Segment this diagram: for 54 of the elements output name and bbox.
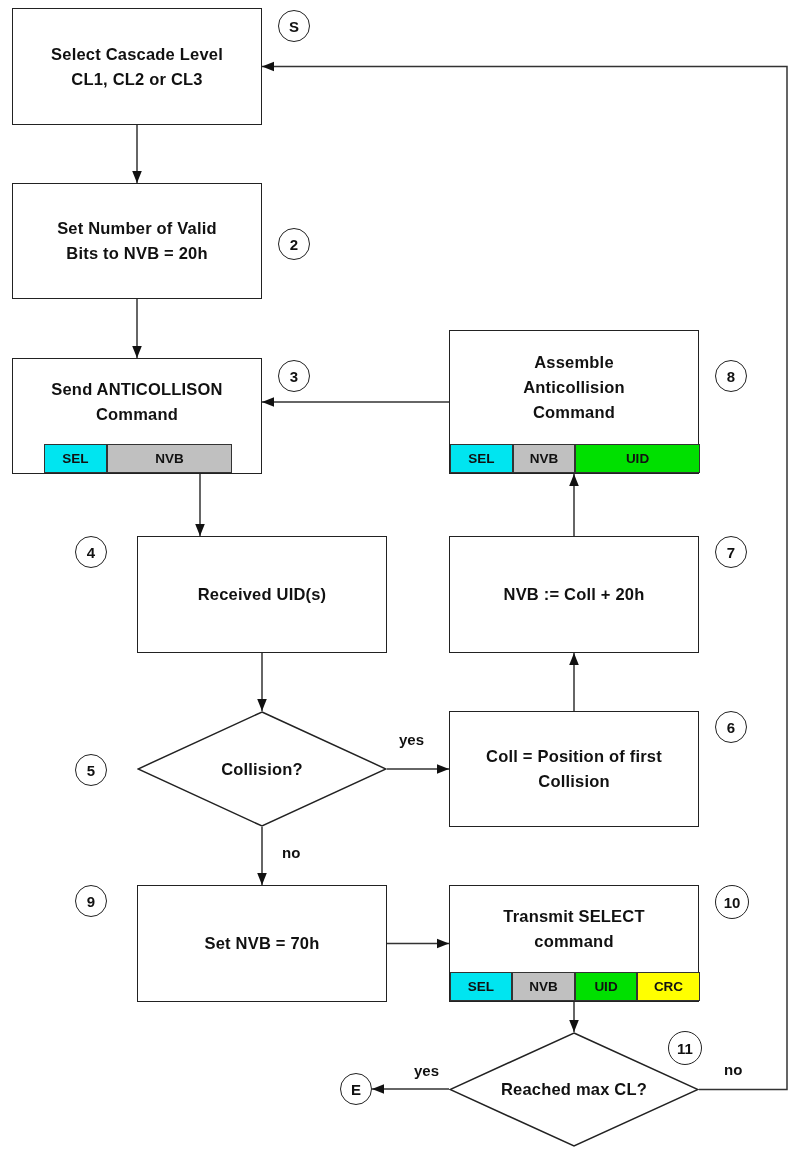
field-cell: SEL: [450, 972, 512, 1001]
arrow: [386, 764, 450, 774]
field-cell: NVB: [513, 444, 575, 473]
process-box: [137, 536, 387, 653]
arrow: [257, 652, 267, 712]
step-number: 10: [715, 885, 749, 919]
step-number: 7: [715, 536, 747, 568]
process-box: [12, 183, 262, 299]
arrow: [257, 826, 267, 886]
field-cell: CRC: [637, 972, 700, 1001]
arrow: [195, 473, 205, 537]
field-cell: SEL: [450, 444, 513, 473]
box-text: Set NVB = 70h: [204, 933, 320, 955]
box-text: NVB := Coll + 20h: [503, 584, 645, 606]
process-box: [449, 885, 699, 1002]
process-box: [12, 8, 262, 125]
field-cell: NVB: [107, 444, 232, 473]
process-box: [449, 536, 699, 653]
field-cell: UID: [575, 972, 637, 1001]
step-number: 6: [715, 711, 747, 743]
box-text: Assemble Anticollision Command: [522, 352, 626, 423]
step-number: S: [278, 10, 310, 42]
field-cell: NVB: [512, 972, 575, 1001]
arrow: [569, 473, 579, 537]
arrow: [261, 397, 450, 407]
arrow: [386, 938, 450, 949]
step-number: 11: [668, 1031, 702, 1065]
step-number: 5: [75, 754, 107, 786]
arrow: [371, 1084, 450, 1094]
box-text: Transmit SELECT command: [502, 906, 646, 952]
process-box: [449, 330, 699, 474]
step-number: 8: [715, 360, 747, 392]
box-text: Send ANTICOLLISON Command: [50, 378, 224, 425]
arrow: [132, 124, 142, 184]
process-box: [137, 885, 387, 1002]
box-text: Coll = Position of first Collision: [485, 746, 663, 792]
field-cell: UID: [575, 444, 700, 473]
arrow: [569, 1001, 579, 1033]
step-number: 9: [75, 885, 107, 917]
box-text: Set Number of Valid Bits to NVB = 20h: [56, 218, 218, 264]
step-number: 3: [278, 360, 310, 392]
step-number: 4: [75, 536, 107, 568]
field-cell: SEL: [44, 444, 107, 473]
box-text: Received UID(s): [197, 584, 327, 606]
box-text: Select Cascade Level CL1, CL2 or CL3: [50, 43, 224, 90]
end-terminal: E: [340, 1073, 372, 1105]
step-number: 2: [278, 228, 310, 260]
box-text: Reached max CL?: [500, 1079, 647, 1101]
arrow: [569, 652, 579, 712]
process-box: [449, 711, 699, 827]
box-text: Collision?: [221, 758, 303, 780]
arrow: [261, 61, 788, 1091]
process-box: [12, 358, 262, 474]
arrow: [132, 298, 142, 359]
